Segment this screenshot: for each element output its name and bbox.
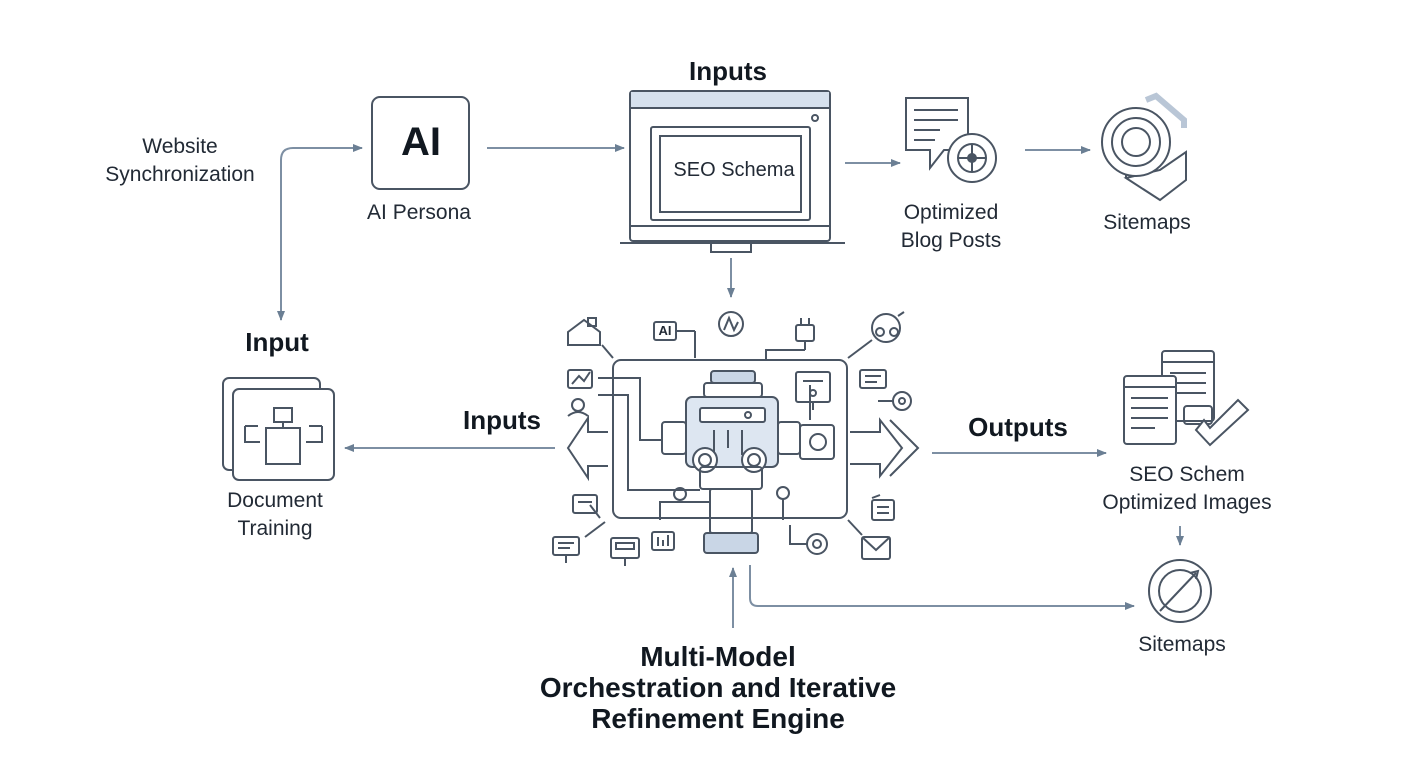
website-sync-label: Website Synchronization xyxy=(105,135,255,186)
mail-icon xyxy=(847,519,891,560)
presentation-icon xyxy=(572,494,601,519)
list-icon xyxy=(871,494,895,521)
blog-posts-icon xyxy=(905,97,997,183)
home-icon xyxy=(567,317,614,359)
connector-arrows xyxy=(277,144,1184,628)
optimized-blog-posts-label: Optimized Blog Posts xyxy=(900,201,1002,252)
bars-icon xyxy=(651,531,675,551)
arrow-engine-to-sitemaps xyxy=(749,565,1135,610)
users-icon xyxy=(847,311,905,359)
orchestration-engine xyxy=(598,359,848,554)
monitor-small-icon xyxy=(552,521,606,563)
outputs-documents-icon xyxy=(1123,350,1250,447)
plug-icon xyxy=(765,318,815,360)
card-icon xyxy=(795,371,831,410)
ai-chip-icon xyxy=(653,321,696,358)
engine-side-arrows xyxy=(566,414,920,482)
engine-satellite-icons xyxy=(552,311,912,566)
inputs-mid-heading: Inputs xyxy=(463,405,541,435)
left-chevron-shape xyxy=(566,414,608,482)
right-chevron-shape xyxy=(850,417,904,479)
ai-persona-label: AI Persona xyxy=(367,201,471,224)
analytics-icon xyxy=(567,369,593,389)
gear-icon xyxy=(878,391,912,411)
engine-title: Multi-Model Orchestration and Iterative … xyxy=(539,641,897,734)
input-left-heading: Input xyxy=(245,327,309,357)
sitemaps-bottom-label: Sitemaps xyxy=(1138,633,1226,656)
seo-schema-screen-text: SEO Schema xyxy=(673,159,795,181)
sitemaps-top-label: Sitemaps xyxy=(1103,211,1191,234)
toggle-icon xyxy=(789,525,828,555)
document-training-icon xyxy=(222,377,335,481)
doc-lines-icon xyxy=(859,369,887,389)
outputs-heading: Outputs xyxy=(968,412,1068,442)
sitemaps-bottom-icon xyxy=(1148,559,1212,623)
mini-ai-chip-text: AI xyxy=(658,323,672,338)
ai-persona-icon xyxy=(371,96,470,190)
inputs-top-heading: Inputs xyxy=(689,56,767,86)
monitor-icon xyxy=(620,90,845,253)
search-user-icon xyxy=(567,398,589,417)
ai-persona-icon-text: AI xyxy=(401,120,441,164)
window-icon xyxy=(610,537,640,566)
arrow-sync-to-persona xyxy=(280,144,363,320)
sitemaps-top-icon xyxy=(1101,92,1187,202)
seo-schema-images-label: SEO Schem Optimized Images xyxy=(1102,463,1272,514)
document-training-label: Document Training xyxy=(227,489,323,540)
logo-circle-icon xyxy=(718,311,744,337)
